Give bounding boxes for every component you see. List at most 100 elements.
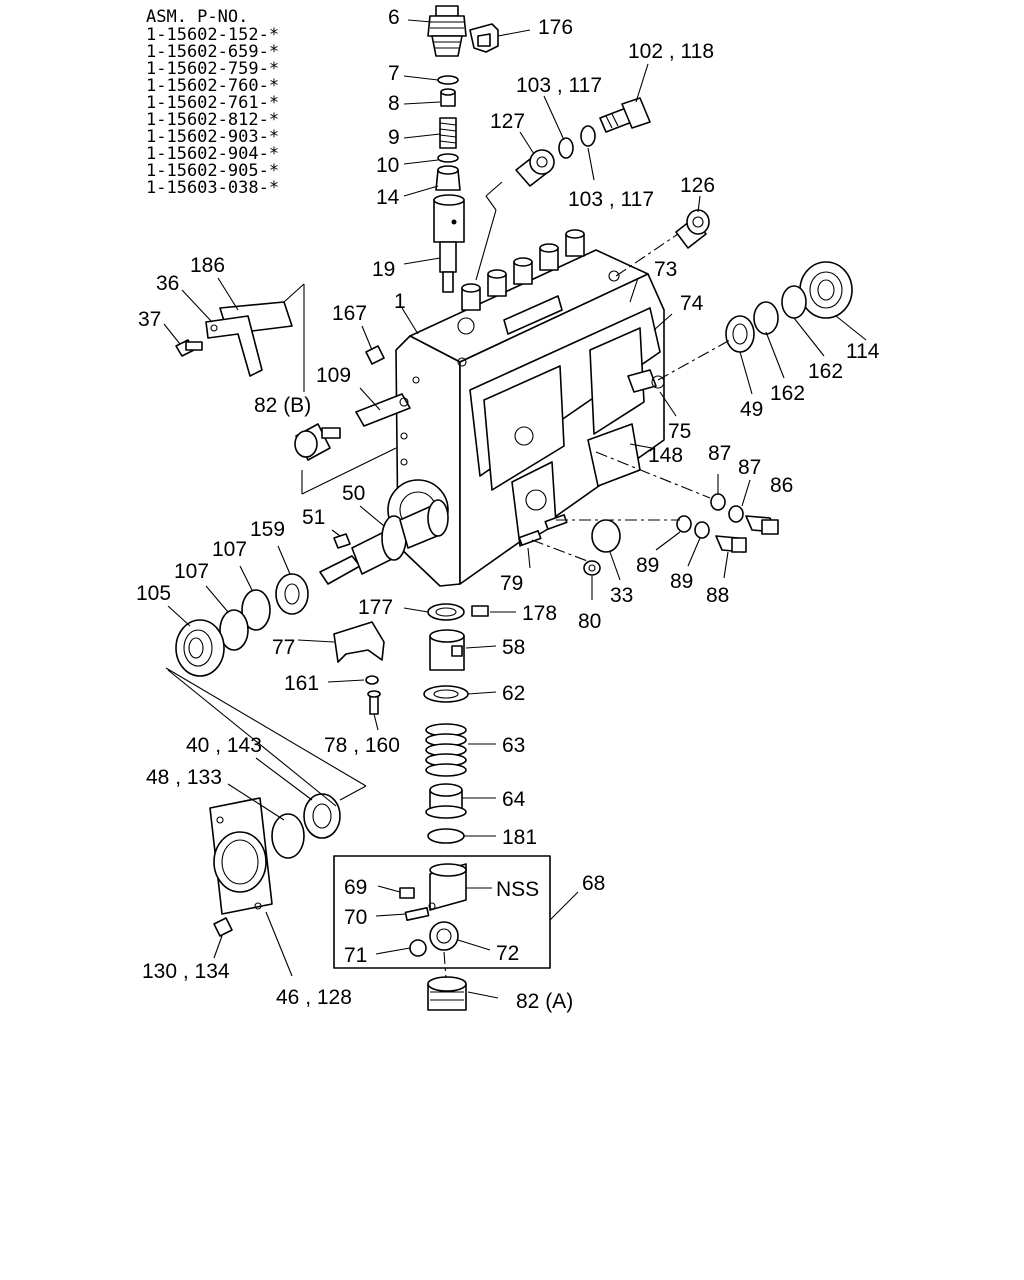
callout-label: 75 — [668, 420, 691, 443]
washer — [710, 493, 726, 511]
camshaft-bearing — [333, 621, 385, 663]
gasket — [437, 153, 459, 163]
screw — [471, 605, 489, 617]
callout-label: 70 — [344, 906, 367, 929]
callout-label: 69 — [344, 876, 367, 899]
washer — [558, 137, 574, 159]
callout-label: 8 — [388, 92, 400, 115]
air-vent-screw — [599, 97, 651, 133]
callout-label: 86 — [770, 474, 793, 497]
nut — [583, 560, 601, 576]
ball-bearing — [175, 619, 225, 677]
shim — [753, 301, 779, 335]
shim — [781, 285, 807, 319]
washer — [728, 505, 744, 523]
washer — [365, 675, 379, 685]
callout-label: 58 — [502, 636, 525, 659]
callout-label: 62 — [502, 682, 525, 705]
upper-spring-seat — [423, 685, 469, 703]
callout-label: 77 — [272, 636, 295, 659]
washer — [676, 515, 692, 533]
bolt — [175, 339, 203, 357]
callout-label: 73 — [654, 258, 677, 281]
callout-label: 14 — [376, 186, 400, 209]
oil-seal — [275, 573, 309, 615]
asm-header: ASM. P-NO. — [146, 7, 248, 27]
lower-spring-seat — [425, 783, 467, 819]
callout-label: 50 — [342, 482, 365, 505]
tappet-assembly-box — [333, 855, 551, 969]
bearing-114 — [799, 261, 853, 319]
asm-part-number: 1-15602-759-* — [146, 59, 279, 79]
oil-seal — [303, 793, 341, 839]
callout-label: 177 — [358, 596, 393, 619]
callout-label: 89 — [636, 554, 659, 577]
asm-part-number: 1-15602-903-* — [146, 127, 279, 147]
callout-label: 109 — [316, 364, 351, 387]
callout-label: 9 — [388, 126, 400, 149]
delivery-valve-holder — [427, 5, 467, 57]
asm-part-number: 1-15602-904-* — [146, 144, 279, 164]
callout-label: 88 — [706, 584, 729, 607]
camshaft — [319, 499, 449, 585]
tappet-guide — [355, 393, 411, 427]
clamp — [469, 23, 499, 53]
callout-labels: 6 176 102 , 118 7 103 , 117 8 127 9 10 1… — [136, 6, 880, 1013]
washer — [580, 125, 596, 147]
o-ring — [591, 519, 621, 553]
plunger-barrel — [433, 194, 465, 293]
callout-label: 87 — [708, 442, 731, 465]
callout-label: NSS — [496, 878, 539, 901]
callout-label: 46 , 128 — [276, 986, 352, 1009]
callout-label: 107 — [212, 538, 247, 561]
callout-label: 48 , 133 — [146, 766, 222, 789]
callout-label: 63 — [502, 734, 525, 757]
assembly-part-number-list: ASM. P-NO. 1-15602-152-* 1-15602-659-* 1… — [146, 7, 279, 198]
callout-label: 162 — [770, 382, 805, 405]
callout-label: 1 — [394, 290, 406, 313]
callout-label: 114 — [846, 340, 880, 363]
plunger-spring — [425, 723, 467, 777]
hex-plug — [294, 423, 341, 461]
callout-label: 68 — [582, 872, 605, 895]
delivery-valve-spring — [439, 117, 457, 149]
callout-label: 181 — [502, 826, 537, 849]
callout-label: 105 — [136, 582, 171, 605]
callout-label: 36 — [156, 272, 179, 295]
callout-label: 186 — [190, 254, 225, 277]
callout-label: 162 — [808, 360, 843, 383]
delivery-valve — [435, 165, 461, 191]
callout-label: 80 — [578, 610, 601, 633]
delivery-valve-holders-installed — [461, 229, 585, 311]
pump-housing — [387, 249, 665, 587]
callout-label: 161 — [284, 672, 319, 695]
screw — [213, 917, 233, 937]
bolt — [367, 690, 381, 715]
stud-bolt — [518, 514, 568, 546]
asm-part-number: 1-15602-761-* — [146, 93, 279, 113]
callout-label: 103 , 117 — [516, 74, 602, 97]
callout-label: 49 — [740, 398, 763, 421]
callout-label: 107 — [174, 560, 209, 583]
callout-label: 102 , 118 — [628, 40, 714, 63]
callout-label: 79 — [500, 572, 523, 595]
callout-label: 82 (A) — [516, 990, 573, 1013]
asm-part-number: 1-15602-659-* — [146, 42, 279, 62]
callout-label: 82 (B) — [254, 394, 311, 417]
bolt — [627, 369, 665, 393]
end-cover — [209, 797, 273, 915]
callout-label: 33 — [610, 584, 633, 607]
callout-label: 10 — [376, 154, 399, 177]
callout-label: 159 — [250, 518, 285, 541]
bolt — [365, 345, 385, 365]
control-rack-sleeve — [429, 629, 465, 671]
callout-label: 176 — [538, 16, 573, 39]
callout-label: 72 — [496, 942, 519, 965]
callout-label: 78 , 160 — [324, 734, 400, 757]
shim — [241, 589, 271, 631]
oil-seal — [725, 315, 755, 353]
callout-label: 178 — [522, 602, 557, 625]
callout-label: 74 — [680, 292, 704, 315]
bracket — [205, 301, 293, 377]
